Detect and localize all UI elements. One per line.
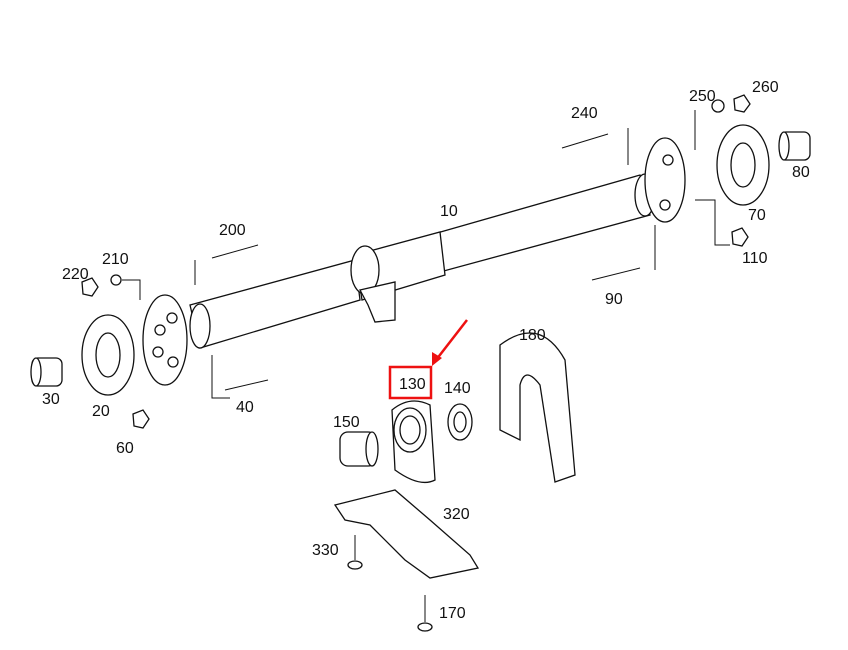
label-150[interactable]: 150 (333, 414, 360, 431)
label-80[interactable]: 80 (792, 164, 810, 181)
label-320[interactable]: 320 (443, 506, 470, 523)
label-170[interactable]: 170 (439, 605, 466, 622)
flange-front[interactable] (142, 294, 188, 386)
label-90[interactable]: 90 (605, 291, 623, 308)
label-20[interactable]: 20 (92, 403, 110, 420)
label-220[interactable]: 220 (62, 266, 89, 283)
bracket-320[interactable] (333, 489, 480, 579)
screw-170[interactable] (417, 595, 433, 632)
label-130[interactable]: 130 (399, 376, 426, 393)
label-210[interactable]: 210 (102, 251, 129, 268)
highlight-130 (388, 319, 468, 400)
leader-lines (122, 110, 730, 399)
bolts[interactable] (81, 94, 751, 429)
screw-330[interactable] (347, 535, 363, 570)
label-140[interactable]: 140 (444, 380, 471, 397)
part-labels: 10 20 30 40 60 70 80 90 110 130 140 150 … (42, 79, 810, 622)
label-70[interactable]: 70 (748, 207, 766, 224)
label-180[interactable]: 180 (519, 327, 546, 344)
seal-140[interactable] (447, 403, 473, 441)
label-240[interactable]: 240 (571, 105, 598, 122)
label-200[interactable]: 200 (219, 222, 246, 239)
label-30[interactable]: 30 (42, 391, 60, 408)
label-40[interactable]: 40 (236, 399, 254, 416)
label-110[interactable]: 110 (742, 250, 768, 267)
label-250[interactable]: 250 (689, 88, 716, 105)
bushing-80[interactable] (778, 131, 811, 161)
label-60[interactable]: 60 (116, 440, 134, 457)
label-330[interactable]: 330 (312, 542, 339, 559)
bushing-150[interactable] (339, 431, 379, 467)
flange-rear[interactable] (644, 137, 686, 223)
heat-shield-180[interactable] (499, 332, 576, 483)
label-10[interactable]: 10 (440, 203, 458, 220)
flex-disc-70[interactable] (716, 124, 770, 206)
propeller-shaft-10[interactable] (189, 173, 656, 349)
bearing-housing-130[interactable] (391, 400, 436, 484)
label-260[interactable]: 260 (752, 79, 779, 96)
flex-disc-20[interactable] (81, 314, 135, 396)
bushing-30[interactable] (30, 357, 63, 387)
